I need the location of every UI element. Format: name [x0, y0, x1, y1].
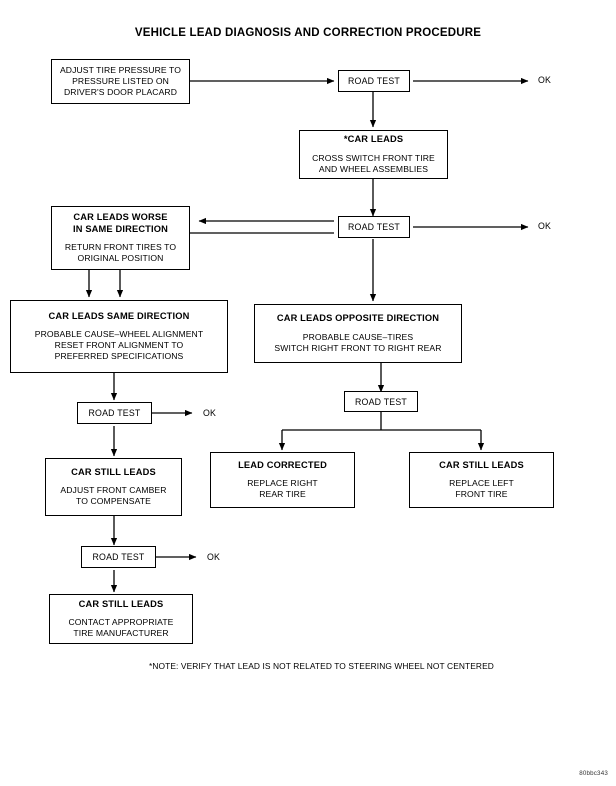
box-line: DRIVER'S DOOR PLACARD — [63, 87, 178, 97]
box-line: SWITCH RIGHT FRONT TO RIGHT REAR — [274, 342, 442, 353]
box-line: TIRE MANUFACTURER — [73, 628, 169, 639]
box-line: REAR TIRE — [259, 489, 306, 500]
box-line: REPLACE LEFT — [449, 478, 514, 489]
box-header: CAR LEADS SAME DIRECTION — [48, 310, 190, 321]
road-test-label: ROAD TEST — [88, 408, 141, 418]
road-test-2[interactable]: ROAD TEST — [338, 216, 410, 238]
box-line: CROSS SWITCH FRONT TIRE — [312, 152, 435, 163]
box-header: CAR LEADS OPPOSITE DIRECTION — [276, 313, 440, 324]
road-test-label: ROAD TEST — [355, 396, 407, 407]
box-line: PREFERRED SPECIFICATIONS — [54, 351, 184, 362]
box-car-still-leads-front-tire[interactable]: CAR STILL LEADS REPLACE LEFT FRONT TIRE — [409, 452, 554, 508]
box-header: IN SAME DIRECTION — [72, 223, 168, 234]
box-line: CONTACT APPROPRIATE — [68, 617, 174, 628]
box-car-still-leads-camber[interactable]: CAR STILL LEADS ADJUST FRONT CAMBER TO C… — [45, 458, 182, 516]
outcome-ok-1: OK — [538, 75, 552, 85]
figure-code: 80bbc343 — [579, 770, 608, 777]
box-line: TO COMPENSATE — [76, 496, 151, 507]
box-header: CAR STILL LEADS — [78, 598, 164, 609]
box-header: *CAR LEADS — [343, 134, 404, 145]
road-test-4[interactable]: ROAD TEST — [81, 546, 156, 568]
footnote-text: *NOTE: VERIFY THAT LEAD IS NOT RELATED T… — [149, 661, 494, 671]
box-car-leads-opposite-direction[interactable]: CAR LEADS OPPOSITE DIRECTION PROBABLE CA… — [254, 304, 462, 363]
box-line: REPLACE RIGHT — [247, 478, 318, 489]
box-line: AND WHEEL ASSEMBLIES — [318, 163, 429, 174]
box-adjust-tire-pressure[interactable]: ADJUST TIRE PRESSURE TO PRESSURE LISTED … — [51, 59, 190, 104]
box-header: CAR LEADS WORSE — [73, 211, 168, 222]
box-car-leads-worse[interactable]: CAR LEADS WORSE IN SAME DIRECTION RETURN… — [51, 206, 190, 270]
road-test-1[interactable]: ROAD TEST — [338, 70, 410, 92]
page-title: VEHICLE LEAD DIAGNOSIS AND CORRECTION PR… — [134, 27, 482, 39]
road-test-label: ROAD TEST — [348, 76, 400, 86]
box-line: PROBABLE CAUSE–TIRES — [302, 331, 414, 342]
road-test-label: ROAD TEST — [348, 222, 400, 232]
outcome-ok-2: OK — [538, 221, 552, 231]
outcome-ok-4: OK — [207, 552, 221, 562]
box-header: LEAD CORRECTED — [238, 459, 327, 470]
box-car-leads-same-direction[interactable]: CAR LEADS SAME DIRECTION PROBABLE CAUSE–… — [10, 300, 228, 373]
box-line: RESET FRONT ALIGNMENT TO — [54, 340, 184, 351]
box-lead-corrected[interactable]: LEAD CORRECTED REPLACE RIGHT REAR TIRE — [210, 452, 355, 508]
box-car-still-leads-contact[interactable]: CAR STILL LEADS CONTACT APPROPRIATE TIRE… — [49, 594, 193, 644]
box-header: CAR STILL LEADS — [439, 459, 524, 470]
box-line: ADJUST FRONT CAMBER — [60, 485, 167, 496]
outcome-ok-3: OK — [203, 408, 217, 418]
box-line: PROBABLE CAUSE–WHEEL ALIGNMENT — [34, 329, 204, 340]
road-test-3[interactable]: ROAD TEST — [77, 402, 152, 424]
box-car-leads[interactable]: *CAR LEADS CROSS SWITCH FRONT TIRE AND W… — [299, 130, 448, 179]
box-line: RETURN FRONT TIRES TO — [64, 242, 177, 253]
road-test-label: ROAD TEST — [92, 552, 145, 562]
box-line: FRONT TIRE — [455, 489, 508, 500]
road-test-5[interactable]: ROAD TEST — [344, 391, 418, 412]
box-header: CAR STILL LEADS — [71, 466, 156, 477]
box-line: ORIGINAL POSITION — [77, 253, 164, 264]
box-line: ADJUST TIRE PRESSURE TO — [59, 65, 182, 75]
box-line: PRESSURE LISTED ON — [72, 76, 169, 86]
